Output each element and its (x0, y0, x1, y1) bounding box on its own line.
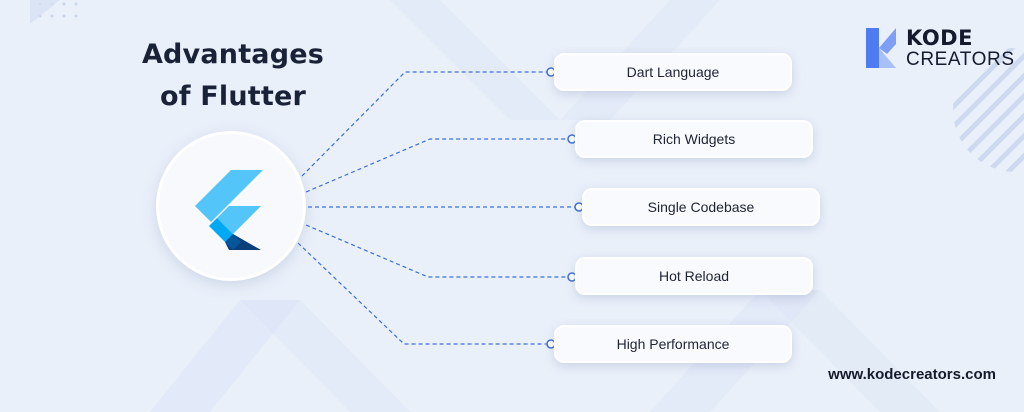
brand-logo: KODE CREATORS (866, 26, 1016, 72)
flutter-logo-badge (156, 131, 306, 281)
kode-creators-k-icon (866, 28, 896, 68)
advantage-label: Rich Widgets (652, 131, 736, 147)
flutter-logo-icon (195, 170, 263, 250)
advantage-label: Single Codebase (647, 199, 755, 215)
advantage-pill-single-codebase: Single Codebase (582, 188, 820, 226)
brand-name-bottom: CREATORS (906, 49, 1015, 70)
advantage-pill-high-performance: High Performance (554, 325, 792, 363)
advantage-label: Hot Reload (658, 268, 730, 284)
title-line-1: Advantages (141, 39, 325, 70)
advantage-pill-hot-reload: Hot Reload (575, 257, 813, 295)
advantage-label: High Performance (616, 336, 730, 352)
brand-name-top: KODE (906, 26, 973, 50)
advantage-pill-dart-language: Dart Language (554, 53, 792, 91)
advantage-label: Dart Language (626, 64, 720, 80)
advantage-pill-rich-widgets: Rich Widgets (575, 120, 813, 158)
page-title: Advantages of Flutter (118, 34, 348, 118)
title-line-2: of Flutter (159, 81, 307, 112)
website-url: www.kodecreators.com (828, 366, 996, 383)
